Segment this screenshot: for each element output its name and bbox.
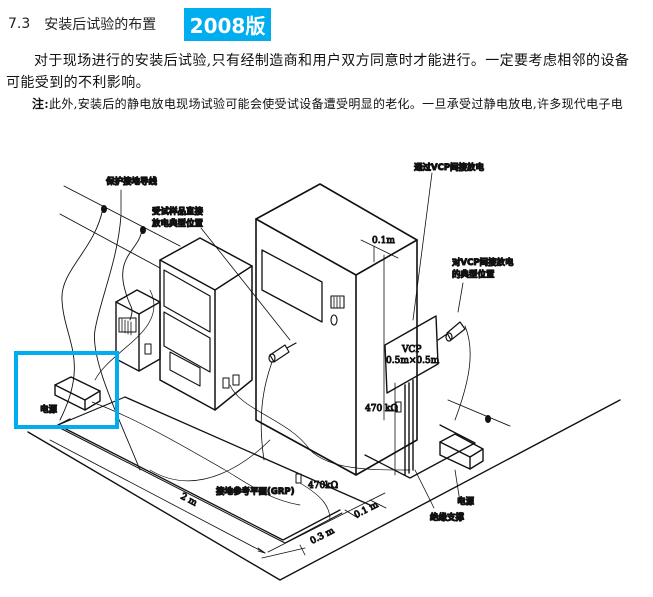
label-vcp-size: 0.5m×0.5m (386, 356, 440, 366)
esd-gun-vcp (437, 321, 471, 421)
label-dist-2m: 2 m (179, 492, 199, 509)
note-paragraph: 注:此外,安装后的静电放电现场试验可能会使受试设备遭受明显的老化。一旦承受过静电… (32, 96, 647, 112)
power-supply-right (439, 433, 484, 470)
section-title: 安装后试验的布置 (44, 17, 157, 33)
right-ground-wire (447, 399, 511, 427)
power-supply-left (54, 376, 101, 411)
label-vcp-title: VCP (401, 345, 421, 355)
section-number: 7.3 (8, 16, 31, 32)
esd-gun-eut (260, 342, 297, 461)
label-grp: 接地参考平面(GRP) (216, 486, 295, 497)
annotation-leaders (200, 172, 464, 509)
insulating-support-base (364, 424, 476, 479)
note-prefix: 注: (32, 97, 50, 111)
eut-cabinet (159, 237, 253, 411)
label-resistor-vcp: 470 kΩ (365, 404, 398, 414)
ground-clamp-icons (101, 205, 491, 423)
paragraph-line-1: 对于现场进行的安装后试验,只有经制造商和用户双方同意时才能进行。一定要考虑相邻的… (34, 53, 630, 69)
body-paragraph: 对于现场进行的安装后试验,只有经制造商和用户双方同意时才能进行。一定要考虑相邻的… (6, 50, 646, 94)
large-cabinet (255, 183, 418, 476)
protective-ground-wires (59, 185, 181, 471)
power-supply-highlight-box (14, 351, 119, 429)
label-resistor-grp: 470kΩ (308, 481, 338, 491)
dimension-lines (49, 439, 387, 559)
label-vcp-indirect: 通过VCP间接放电 (414, 162, 485, 173)
power-cables (91, 384, 411, 521)
label-power-right: 电源 (457, 496, 475, 507)
vertical-coupling-plane (384, 315, 439, 476)
section-heading: 7.3 安装后试验的布置 (8, 9, 156, 39)
label-eut-direct-1: 受试样品直接 (152, 206, 204, 217)
resistor-icon (295, 401, 402, 484)
floor-outline (27, 399, 621, 581)
label-dist-top: 0.1m (372, 236, 395, 246)
label-insulating-support: 绝缘支撑 (430, 512, 465, 523)
auxiliary-equipment-box (115, 289, 161, 372)
vcp-offset-dimension (360, 239, 399, 421)
label-eut-direct-2: 放电典型位置 (151, 218, 204, 229)
label-power-left: 电源 (40, 404, 58, 415)
note-text: 此外,安装后的静电放电现场试验可能会使受试设备遭受明显的老化。一旦承受过静电放电… (49, 97, 624, 111)
label-vcp-typical-1: 对VCP间接放电 (452, 257, 514, 268)
label-vcp-typical-2: 的典型位置 (452, 269, 495, 280)
paragraph-line-2: 可能受到的不利影响。 (6, 75, 150, 91)
version-badge: 2008版 (184, 8, 271, 41)
label-protective-ground: 保护接地导线 (105, 176, 158, 187)
